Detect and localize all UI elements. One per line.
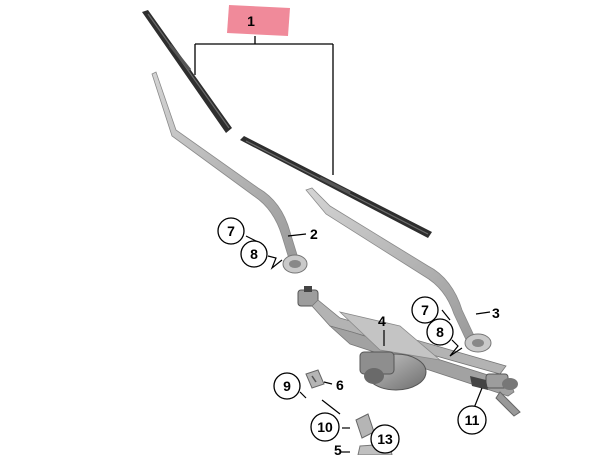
wiper-blade-right — [240, 136, 432, 238]
svg-text:9: 9 — [283, 378, 291, 394]
callout-4: 4 — [378, 313, 386, 329]
callout-5: 5 — [334, 442, 342, 455]
callout-10: 10 — [310, 412, 340, 442]
callout-1-leader — [194, 36, 334, 175]
callout-6: 6 — [336, 377, 344, 393]
svg-text:8: 8 — [250, 246, 258, 262]
callout-3: 3 — [492, 305, 500, 321]
bracket-part-6 — [305, 369, 325, 389]
callout-1-highlight — [227, 5, 290, 36]
callout-8-left: 8 — [240, 240, 268, 268]
callout-1-group: 1 — [194, 5, 334, 175]
svg-text:7: 7 — [421, 302, 429, 318]
callout-7-left: 7 — [217, 217, 245, 245]
leader-lines — [245, 233, 491, 453]
wiper-arm-right — [305, 187, 492, 353]
wiper-linkage-assembly — [297, 286, 521, 417]
callout-7-right: 7 — [411, 296, 439, 324]
callout-2: 2 — [310, 226, 318, 242]
svg-text:13: 13 — [377, 431, 393, 447]
svg-text:8: 8 — [436, 324, 444, 340]
callout-11: 11 — [457, 405, 487, 435]
wiper-blade-left — [142, 10, 232, 133]
callout-1-label: 1 — [247, 13, 255, 29]
callout-9: 9 — [273, 372, 301, 400]
callout-13: 13 — [370, 424, 400, 454]
svg-text:10: 10 — [317, 419, 333, 435]
svg-text:11: 11 — [465, 412, 480, 428]
wiper-arm-left — [151, 71, 308, 274]
svg-text:7: 7 — [227, 223, 235, 239]
callout-8-right: 8 — [426, 318, 454, 346]
